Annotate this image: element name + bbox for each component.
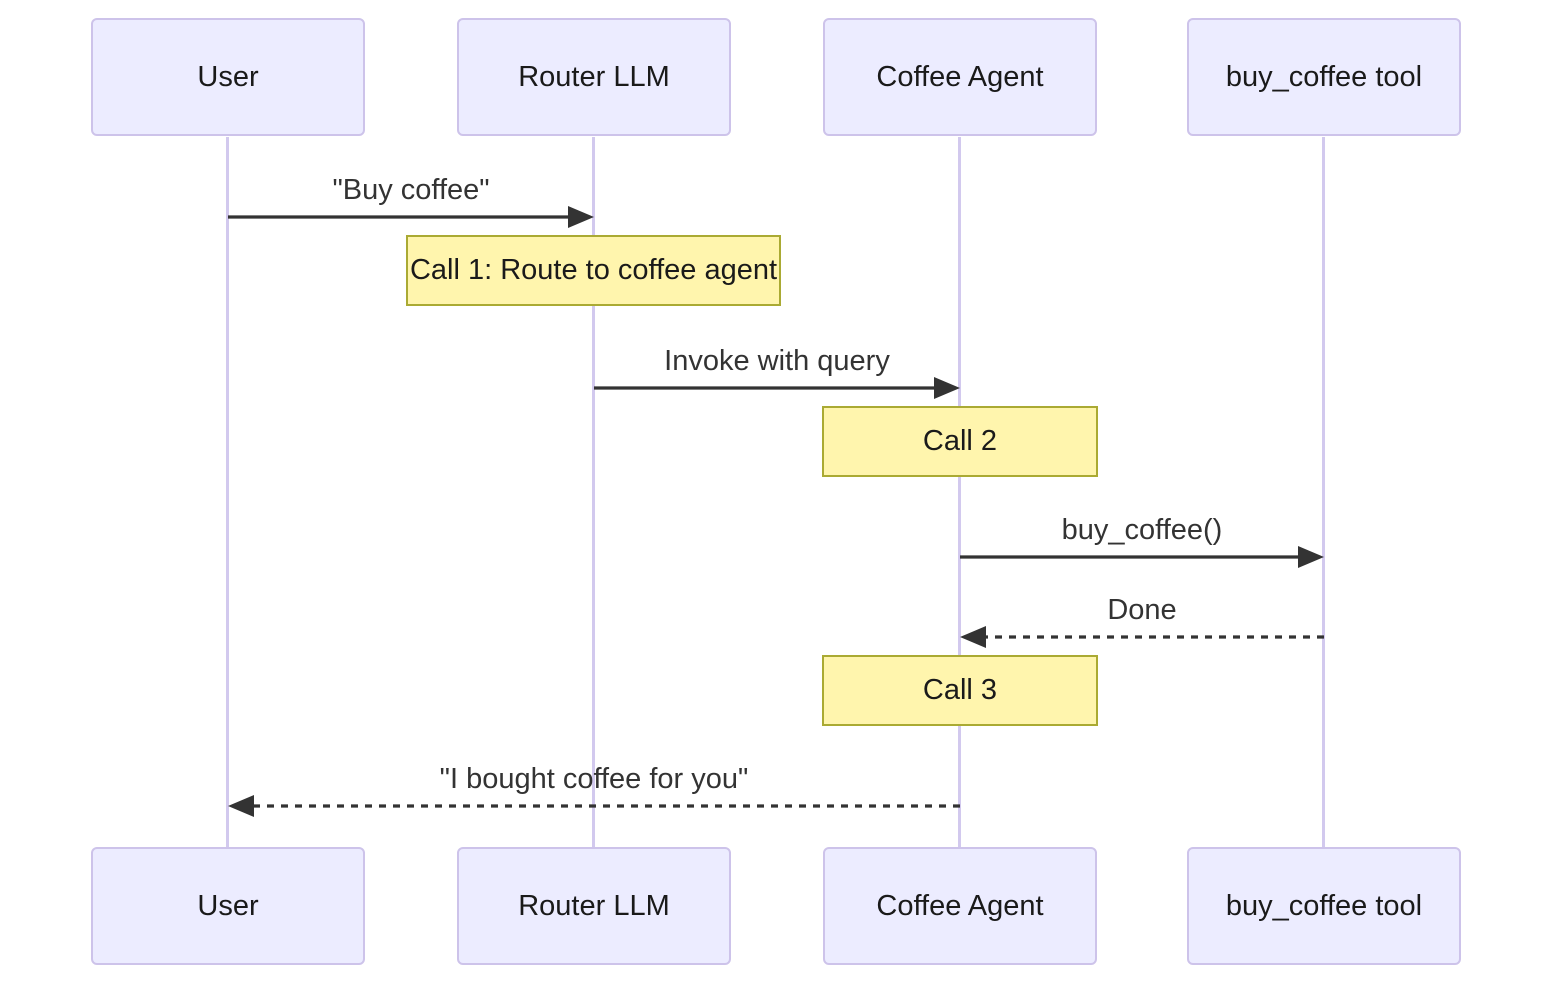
participant-box-user-bottom: User: [91, 847, 365, 965]
message-label-buy-coffee-call: buy_coffee(): [1061, 514, 1223, 546]
participant-box-router-llm-top: Router LLM: [457, 18, 731, 136]
participant-box-buy-coffee-tool-bottom: buy_coffee tool: [1187, 847, 1461, 965]
note-text: Call 3: [922, 674, 998, 706]
participant-box-router-llm-bottom: Router LLM: [457, 847, 731, 965]
note-call-3: Call 3: [822, 655, 1098, 726]
message-arrow-buy-coffee: [228, 206, 594, 228]
participant-label: Router LLM: [518, 60, 670, 93]
participant-box-buy-coffee-tool-top: buy_coffee tool: [1187, 18, 1461, 136]
lifeline-coffee-agent: [958, 137, 961, 847]
participant-box-coffee-agent-top: Coffee Agent: [823, 18, 1097, 136]
note-call-1: Call 1: Route to coffee agent: [406, 235, 781, 306]
message-label-done: Done: [1107, 594, 1177, 626]
message-arrow-done: [960, 626, 1324, 648]
message-label-bought-coffee: "I bought coffee for you": [439, 763, 749, 795]
participant-label: Router LLM: [518, 889, 670, 922]
lifeline-buy-coffee-tool: [1322, 137, 1325, 847]
arrowhead-left-icon: [228, 795, 254, 817]
lifeline-router-llm: [592, 137, 595, 847]
participant-label: User: [197, 60, 259, 93]
note-call-2: Call 2: [822, 406, 1098, 477]
arrowhead-left-icon: [960, 626, 986, 648]
arrowhead-right-icon: [568, 206, 594, 228]
participant-label: buy_coffee tool: [1225, 60, 1423, 93]
arrowhead-right-icon: [1298, 546, 1324, 568]
note-text: Call 1: Route to coffee agent: [409, 254, 778, 286]
participant-box-coffee-agent-bottom: Coffee Agent: [823, 847, 1097, 965]
note-text: Call 2: [922, 425, 998, 457]
message-arrow-buy-coffee-call: [960, 546, 1324, 568]
arrowhead-right-icon: [934, 377, 960, 399]
lifeline-user: [226, 137, 229, 847]
participant-box-user-top: User: [91, 18, 365, 136]
participant-label: Coffee Agent: [876, 889, 1044, 922]
message-label-buy-coffee: "Buy coffee": [332, 174, 490, 206]
participant-label: Coffee Agent: [876, 60, 1044, 93]
message-arrow-invoke-with-query: [594, 377, 960, 399]
message-label-invoke-with-query: Invoke with query: [664, 345, 890, 377]
participant-label: User: [197, 889, 259, 922]
participant-label: buy_coffee tool: [1225, 889, 1423, 922]
